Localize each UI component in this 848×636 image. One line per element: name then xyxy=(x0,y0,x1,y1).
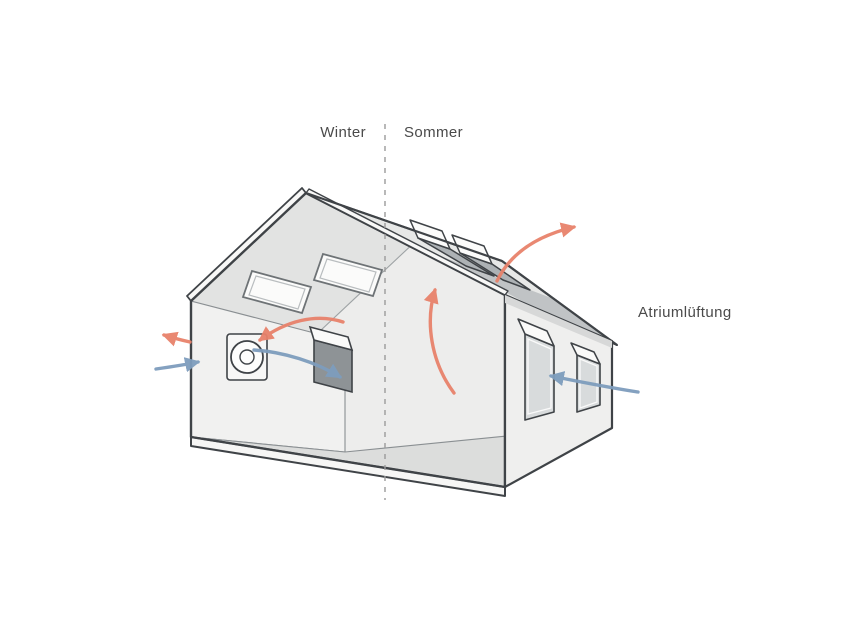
ceiling-skylight-1 xyxy=(241,269,313,315)
warm-air-exhaust-arrow xyxy=(495,222,577,283)
wall-vent-circle xyxy=(230,340,264,374)
winter-label: Winter xyxy=(320,124,366,141)
eave-shadow xyxy=(505,295,612,348)
back-verge-line xyxy=(501,260,618,346)
cool-air-inlet-arrow xyxy=(154,357,201,373)
warm-air-outlet-arrow xyxy=(161,331,192,347)
sommer-label: Sommer xyxy=(404,124,463,141)
warm-air-interior-arrow xyxy=(258,316,345,342)
house-interior xyxy=(191,193,505,487)
ceiling-skylight-1-frame xyxy=(248,275,306,310)
ventilation-unit-flap xyxy=(308,325,354,352)
wall-vent-inner-circle xyxy=(239,349,255,365)
warm-air-rise-arrow xyxy=(423,287,456,395)
window-1-frame xyxy=(527,337,552,415)
ridge-line xyxy=(305,191,503,263)
ceiling-skylight-2 xyxy=(312,252,384,298)
cool-air-intake-arrow xyxy=(548,371,640,394)
atrium-label: Atriumlüftung xyxy=(638,304,732,321)
window-1-flap xyxy=(517,318,555,347)
window-2-frame xyxy=(579,358,598,409)
roof-fascia-front xyxy=(305,188,509,296)
window-2-flap xyxy=(570,342,601,365)
cool-air-interior-arrow xyxy=(252,348,343,379)
ceiling-skylight-2-frame xyxy=(319,258,377,293)
